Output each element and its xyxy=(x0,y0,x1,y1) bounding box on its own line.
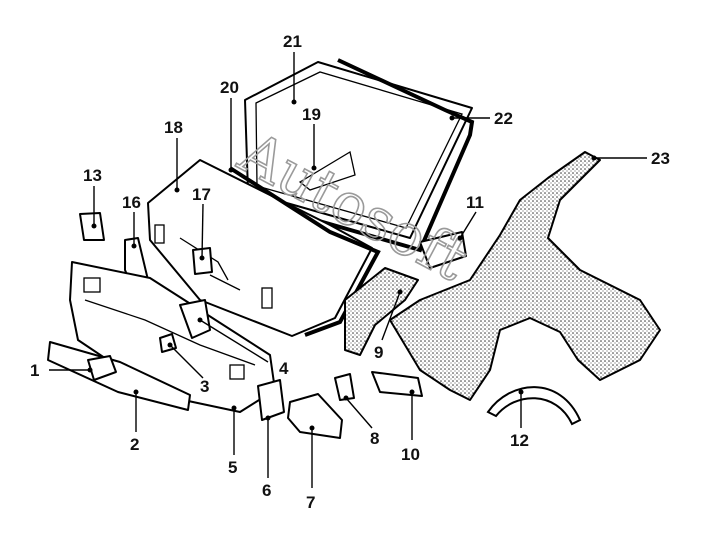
callout-11: 11 xyxy=(466,193,484,212)
callout-5: 5 xyxy=(228,458,237,477)
callout-21: 21 xyxy=(283,32,302,51)
trunk-lid xyxy=(147,159,373,337)
lower-trim xyxy=(47,341,191,411)
callout-9: 9 xyxy=(374,343,383,362)
callout-labels: 1 2 3 4 5 6 7 8 9 10 11 12 13 16 17 18 1… xyxy=(30,32,670,512)
callout-13: 13 xyxy=(83,166,102,185)
latch-bracket xyxy=(179,299,211,339)
callout-22: 22 xyxy=(494,109,513,128)
callout-16: 16 xyxy=(122,193,141,212)
callout-4: 4 xyxy=(279,359,289,378)
callout-1: 1 xyxy=(30,361,39,380)
lid-weatherstrip xyxy=(228,166,381,337)
leader-dots xyxy=(87,99,597,431)
callout-12: 12 xyxy=(510,431,529,450)
leader-lines xyxy=(49,52,647,488)
callout-17: 17 xyxy=(192,185,211,204)
wheel-arch-liner xyxy=(486,386,582,426)
callout-3: 3 xyxy=(200,377,209,396)
callout-10: 10 xyxy=(401,445,420,464)
callout-18: 18 xyxy=(164,118,183,137)
window-bracket xyxy=(298,150,356,191)
reflector xyxy=(257,379,285,421)
callout-7: 7 xyxy=(306,493,315,512)
window-seal xyxy=(231,58,475,253)
lock-cylinder xyxy=(192,247,213,275)
callout-6: 6 xyxy=(262,481,271,500)
callout-23: 23 xyxy=(651,149,670,168)
callout-2: 2 xyxy=(130,435,139,454)
callout-8: 8 xyxy=(370,429,379,448)
lock-mechanism xyxy=(87,355,117,381)
trim-strip xyxy=(371,371,423,397)
callout-19: 19 xyxy=(302,105,321,124)
fuel-filler-bracket xyxy=(419,231,467,269)
rear-window-glass xyxy=(244,61,473,239)
callout-20: 20 xyxy=(220,78,239,97)
small-bracket xyxy=(334,373,355,401)
tail-lamp xyxy=(287,393,343,439)
rear-quarter-panel xyxy=(389,151,661,401)
